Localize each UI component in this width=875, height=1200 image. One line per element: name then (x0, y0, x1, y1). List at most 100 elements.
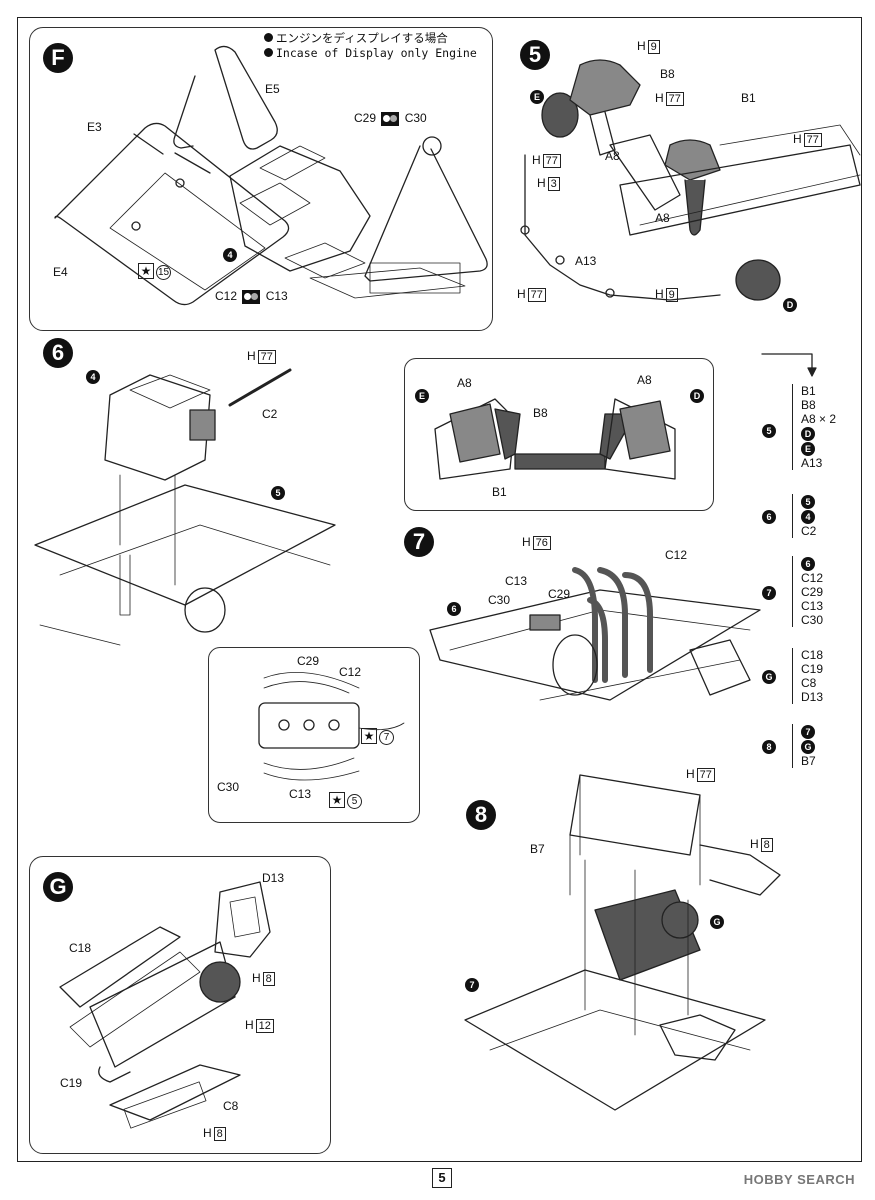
label-e5: E5 (265, 82, 280, 96)
summary-part: E (801, 442, 815, 456)
step7-illustration (429, 567, 761, 701)
summary-part: C12 (801, 571, 824, 585)
label-b1: B1 (741, 91, 756, 105)
summary-part: A13 (801, 456, 823, 470)
step5-suspension-illustration (520, 59, 861, 301)
page-frame (17, 17, 862, 1162)
stand-illustration-left (54, 45, 488, 306)
summary-part: 4 (801, 510, 815, 524)
frame-ref-5: 5 (271, 486, 285, 500)
ref-g-step8: G (710, 915, 724, 929)
summary-part: B8 (801, 398, 816, 412)
step-5-badge: 5 (520, 40, 550, 70)
step-f-badge: F (43, 43, 73, 73)
label-e3: E3 (87, 120, 102, 134)
note-english: Incase of Display only Engine (276, 46, 477, 60)
panel-f: F エンジンをディスプレイする場合 Incase of Display only… (29, 27, 493, 331)
summary-part: B1 (801, 384, 816, 398)
label-a8-a: A8 (605, 149, 620, 163)
summary-part: C30 (801, 613, 824, 627)
label-b8-detail: B8 (533, 406, 548, 420)
step-6-badge: 6 (43, 338, 73, 368)
label-c30-detail: C30 (217, 780, 240, 794)
label-c30-step7: C30 (488, 593, 511, 607)
step-8-badge: 8 (466, 800, 496, 830)
note-japanese: エンジンをディスプレイする場合 (276, 31, 448, 45)
summary-part: C8 (801, 676, 817, 690)
watermark: HOBBY SEARCH (743, 1172, 855, 1187)
display-note: エンジンをディスプレイする場合 Incase of Display only E… (264, 31, 477, 61)
summary-part: 6 (801, 557, 815, 571)
summary-part: C13 (801, 599, 824, 613)
label-c18: C18 (69, 941, 92, 955)
label-c8: C8 (223, 1099, 239, 1113)
summary-part: C19 (801, 662, 824, 676)
label-b7: B7 (530, 842, 545, 856)
summary-part: B7 (801, 754, 816, 768)
step-g-badge: G (43, 872, 73, 902)
engine-ref-4-step6: 4 (86, 370, 100, 384)
summary-part: 5 (801, 495, 815, 509)
step6-illustration (34, 368, 336, 646)
label-c29-step7: C29 (548, 587, 571, 601)
frame-ref-7: 7 (465, 978, 479, 992)
step8-illustration (464, 774, 781, 1111)
label-c13-detail: C13 (289, 787, 312, 801)
summary-part: C29 (801, 585, 824, 599)
ref-e-step5: E (530, 90, 544, 104)
ref-d-detail: D (690, 389, 704, 403)
label-c13-step7: C13 (505, 574, 528, 588)
summary-part: D13 (801, 690, 824, 704)
summary-part: C18 (801, 648, 824, 662)
label-c2: C2 (262, 407, 278, 421)
transmission-illustration (59, 881, 271, 1129)
label-c29: C29 C30 (354, 111, 427, 126)
summary-part: A8 × 2 (801, 412, 837, 426)
label-a8-left: A8 (457, 376, 472, 390)
exhaust-detail-box: C29 C12 C30 C13 ★7 ★5 (208, 647, 420, 823)
label-a8-right: A8 (637, 373, 652, 387)
summary-arrow (761, 353, 817, 377)
label-c12-step7: C12 (665, 548, 688, 562)
label-c12: C12 C13 (215, 289, 288, 304)
label-a13: A13 (575, 254, 597, 268)
suspension-detail-illustration (434, 398, 676, 480)
step-7-badge: 7 (404, 527, 434, 557)
label-b8: B8 (660, 67, 675, 81)
label-c19: C19 (60, 1076, 83, 1090)
ref-e-detail: E (415, 389, 429, 403)
label-c12-detail: C12 (339, 665, 362, 679)
summary-part: D (801, 427, 815, 441)
suspension-detail-box: E A8 B8 A8 D B1 (404, 358, 714, 511)
summary-part: G (801, 740, 815, 754)
label-e4: E4 (53, 265, 68, 279)
label-d13: D13 (262, 871, 285, 885)
summary-part: 7 (801, 725, 815, 739)
label-c29-detail: C29 (297, 654, 320, 668)
label-a8-b: A8 (655, 211, 670, 225)
summary-part: C2 (801, 524, 817, 538)
star-mark-15: ★15 (138, 263, 171, 280)
star-mark-7: ★7 (361, 728, 394, 745)
engine-ref-4: 4 (223, 248, 237, 262)
star-mark-5: ★5 (329, 792, 362, 809)
frame-ref-6: 6 (447, 602, 461, 616)
page-number: 5 (432, 1168, 452, 1188)
label-b1-detail: B1 (492, 485, 507, 499)
ref-d-step5: D (783, 298, 797, 312)
